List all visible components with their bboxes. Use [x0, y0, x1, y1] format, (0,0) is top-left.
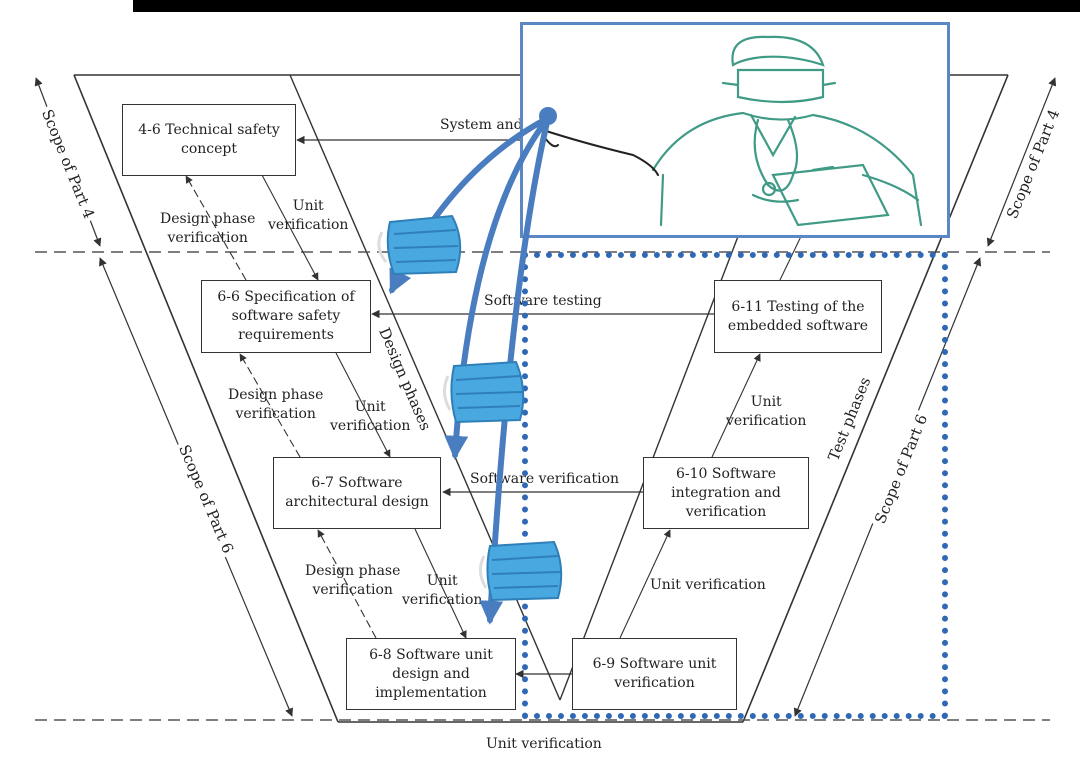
- scope-part4-right-arrow: [986, 77, 1057, 247]
- unit-verification-down-3: [414, 528, 467, 639]
- label-unit-verification-right-upper: Unit verification: [726, 394, 807, 429]
- test-phase-dotted-frame: [522, 252, 948, 719]
- label-system-and: System and: [440, 117, 523, 133]
- top-black-bar: [133, 0, 1080, 12]
- box-software-unit-verification: 6-9 Software unit verification: [572, 638, 737, 710]
- label-unit-verification-3: Unit verification: [402, 573, 483, 608]
- label-unit-verification-2: Unit verification: [330, 399, 411, 434]
- label-design-phase-1: Design phase verification: [160, 211, 256, 246]
- label-design-phase-3: Design phase verification: [305, 563, 401, 598]
- right-up-arrow-2: [711, 353, 761, 458]
- right-up-arrow-1: [619, 529, 671, 639]
- label-design-phase-2: Design phase verification: [228, 387, 324, 422]
- face-mask-icon: [377, 214, 462, 276]
- box-testing-embedded-software: 6-11 Testing of the embedded software: [714, 280, 882, 353]
- box-software-unit-design: 6-8 Software unit design and implementat…: [346, 638, 516, 710]
- design-phase-arrow-3: [317, 529, 377, 639]
- face-mask-icon: [443, 360, 525, 424]
- box-software-safety-requirements: 6-6 Specification of software safety req…: [201, 280, 371, 353]
- box-technical-safety-concept: 4-6 Technical safety concept: [122, 104, 296, 176]
- face-mask-icon: [479, 540, 563, 602]
- doctor-overlay-panel: [520, 22, 950, 238]
- label-unit-verification-bottom: Unit verification: [486, 736, 602, 752]
- label-unit-verification-right-lower: Unit verification: [650, 577, 766, 593]
- box-software-architectural-design: 6-7 Software architectural design: [273, 457, 441, 529]
- design-phase-arrow-2: [239, 353, 301, 458]
- unit-verification-down-1: [261, 174, 319, 281]
- unit-verification-down-2: [335, 352, 391, 458]
- box-software-integration: 6-10 Software integration and verificati…: [643, 457, 809, 529]
- design-phase-arrow-1: [185, 175, 247, 281]
- doctor-illustration: [542, 35, 923, 227]
- label-unit-verification-1: Unit verification: [268, 198, 349, 233]
